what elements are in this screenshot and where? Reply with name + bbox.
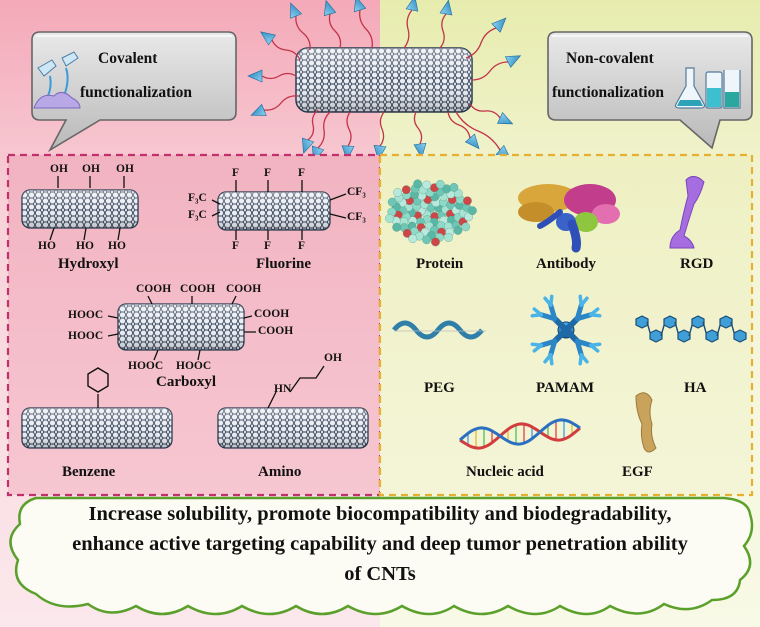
covalent-title-line1: Covalent <box>98 50 158 67</box>
oh-label: OH <box>50 163 68 175</box>
peg-chain-icon <box>392 320 484 340</box>
f-label: F <box>298 240 306 252</box>
label-amino: Amino <box>258 464 302 480</box>
nanotube-carboxyl <box>117 303 245 351</box>
f3c-label: F₃C <box>188 209 207 221</box>
hooc-label: HOOC <box>68 309 104 321</box>
flask-pouring-icon <box>33 51 81 109</box>
chemical-bonds <box>49 176 347 409</box>
banner-line1: Increase solubility, promote biocompatib… <box>88 503 672 525</box>
cooh-label: COOH <box>258 325 294 337</box>
protein-structure-icon <box>385 179 477 247</box>
nanotube-hydroxyl <box>21 189 139 229</box>
oh-label: OH <box>116 163 134 175</box>
label-rgd: RGD <box>680 256 714 272</box>
f-label: F <box>264 167 272 179</box>
noncovalent-title-line2: functionalization <box>552 84 664 101</box>
banner-line3: of CNTs <box>344 563 416 585</box>
nanotube-fluorine <box>217 191 331 231</box>
hooc-label: HOOC <box>68 330 104 342</box>
egf-protein-icon <box>635 392 657 453</box>
cf3-label: CF₃ <box>347 211 366 223</box>
label-pamam: PAMAM <box>536 380 595 396</box>
oh-label: OH <box>324 352 342 364</box>
hn-label: HN <box>274 383 292 395</box>
f-label: F <box>232 167 240 179</box>
label-fluorine: Fluorine <box>256 256 311 272</box>
antibody-structure-icon <box>518 184 620 253</box>
summary-cloud <box>9 496 754 616</box>
f-label: F <box>264 240 272 252</box>
pamam-dendrimer-icon <box>530 294 602 366</box>
noncovalent-callout <box>547 31 753 150</box>
noncovalent-title-line1: Non-covalent <box>566 50 654 67</box>
label-benzene: Benzene <box>62 464 116 480</box>
ho-label: HO <box>108 240 126 252</box>
f-label: F <box>232 240 240 252</box>
label-antibody: Antibody <box>536 256 597 272</box>
ho-label: HO <box>38 240 56 252</box>
cf3-label: CF₃ <box>347 186 366 198</box>
label-nucleic-acid: Nucleic acid <box>466 464 544 480</box>
label-ha: HA <box>684 380 707 396</box>
cooh-label: COOH <box>254 308 290 320</box>
cooh-label: COOH <box>136 283 172 295</box>
f3c-label: F₃C <box>188 192 207 204</box>
label-hydroxyl: Hydroxyl <box>58 256 119 272</box>
central-nanotube <box>295 47 473 113</box>
hooc-label: HOOC <box>176 360 212 372</box>
targeting-ligands <box>247 0 522 163</box>
covalent-callout <box>31 31 237 153</box>
rgd-peptide-icon <box>669 176 705 249</box>
benzene-ring-icon <box>87 367 109 393</box>
f-label: F <box>298 167 306 179</box>
label-peg: PEG <box>424 380 455 396</box>
label-egf: EGF <box>622 464 653 480</box>
ho-label: HO <box>76 240 94 252</box>
covalent-title-line2: functionalization <box>80 84 192 101</box>
ha-polymer-icon <box>635 315 747 343</box>
label-protein: Protein <box>416 256 464 272</box>
beaker-icon <box>674 67 741 109</box>
cooh-label: COOH <box>180 283 216 295</box>
oh-label: OH <box>82 163 100 175</box>
cooh-label: COOH <box>226 283 262 295</box>
dna-helix-icon <box>458 418 582 450</box>
nanotube-benzene <box>21 407 173 449</box>
hooc-label: HOOC <box>128 360 164 372</box>
banner-line2: enhance active targeting capability and … <box>72 533 688 555</box>
label-carboxyl: Carboxyl <box>156 374 216 390</box>
nanotube-amino <box>217 407 369 449</box>
